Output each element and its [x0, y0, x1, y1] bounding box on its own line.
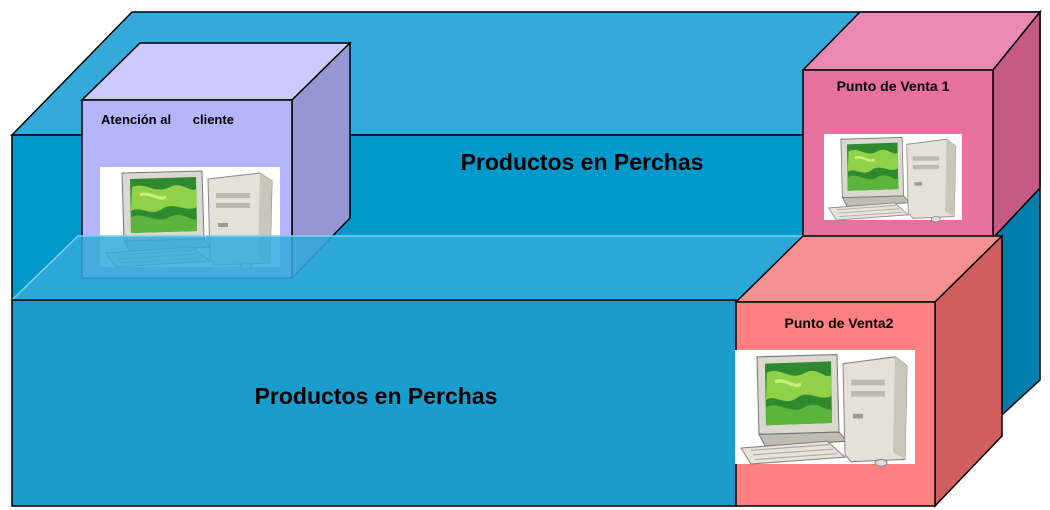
point-of-sale-1-box: Punto de Venta 1	[801, 9, 1042, 240]
computer-icon	[822, 132, 964, 224]
front-shelf-front	[11, 299, 737, 507]
computer-icon	[733, 348, 917, 468]
front-shelf-block: Productos en Perchas	[10, 235, 1002, 507]
back-shelf-label: Productos en Perchas	[461, 149, 704, 175]
point-of-sale-2-label: Punto de Venta2	[785, 315, 894, 331]
point-of-sale-2-box: Punto de Venta2	[733, 234, 1004, 508]
customer-service-label: Atención al cliente	[101, 112, 234, 127]
point-of-sale-1-label: Punto de Venta 1	[837, 78, 950, 94]
front-shelf-label: Productos en Perchas	[255, 383, 498, 409]
customer-service-box: Atención al cliente	[80, 41, 352, 280]
